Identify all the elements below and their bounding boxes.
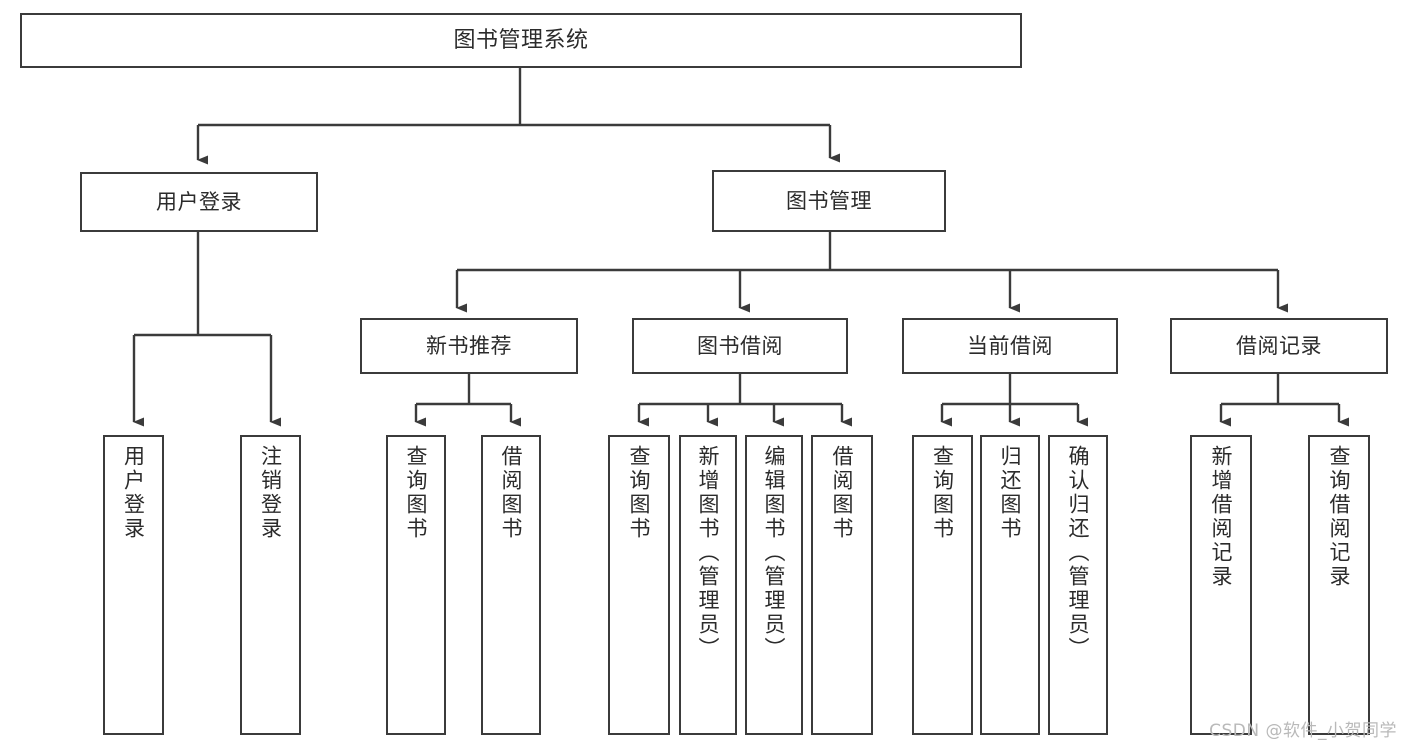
- node-current-borrow[interactable]: 当前借阅: [902, 318, 1118, 374]
- node-label: 用户登录: [121, 445, 146, 541]
- node-label: 查询图书: [404, 445, 429, 541]
- leaf-confirm-return[interactable]: 确认归还（管理员）: [1048, 435, 1108, 735]
- leaf-return-book[interactable]: 归还图书: [980, 435, 1040, 735]
- node-label: 借阅图书: [830, 445, 855, 541]
- leaf-borrow-book-1[interactable]: 借阅图书: [481, 435, 541, 735]
- leaf-query-book-1[interactable]: 查询图书: [386, 435, 446, 735]
- node-book-borrow[interactable]: 图书借阅: [632, 318, 848, 374]
- node-label: 查询图书: [930, 445, 955, 541]
- node-label: 借阅记录: [1236, 333, 1322, 358]
- node-label: 确认归还（管理员）: [1066, 445, 1091, 661]
- node-user-login[interactable]: 用户登录: [80, 172, 318, 232]
- leaf-add-record[interactable]: 新增借阅记录: [1190, 435, 1252, 735]
- node-label: 图书管理: [786, 188, 872, 213]
- node-label: 新增借阅记录: [1209, 445, 1234, 589]
- node-label: 查询图书: [627, 445, 652, 541]
- node-root-system[interactable]: 图书管理系统: [20, 13, 1022, 68]
- leaf-query-book-3[interactable]: 查询图书: [912, 435, 973, 735]
- node-label: 借阅图书: [499, 445, 524, 541]
- leaf-user-login[interactable]: 用户登录: [103, 435, 164, 735]
- leaf-edit-book[interactable]: 编辑图书（管理员）: [745, 435, 803, 735]
- node-label: 用户登录: [156, 189, 242, 214]
- node-label: 新书推荐: [426, 333, 512, 358]
- leaf-borrow-book-2[interactable]: 借阅图书: [811, 435, 873, 735]
- node-label: 新增图书（管理员）: [696, 445, 721, 661]
- node-label: 图书管理系统: [453, 27, 589, 53]
- csdn-watermark: CSDN @软件_小贺同学: [1209, 721, 1397, 741]
- leaf-add-book[interactable]: 新增图书（管理员）: [679, 435, 737, 735]
- node-label: 图书借阅: [697, 333, 783, 358]
- node-label: 当前借阅: [967, 333, 1053, 358]
- leaf-user-logout[interactable]: 注销登录: [240, 435, 301, 735]
- node-label: 注销登录: [258, 445, 283, 541]
- node-book-manage[interactable]: 图书管理: [712, 170, 946, 232]
- node-new-book-recommend[interactable]: 新书推荐: [360, 318, 578, 374]
- leaf-query-book-2[interactable]: 查询图书: [608, 435, 670, 735]
- node-label: 归还图书: [998, 445, 1023, 541]
- leaf-query-record[interactable]: 查询借阅记录: [1308, 435, 1370, 735]
- node-borrow-record[interactable]: 借阅记录: [1170, 318, 1388, 374]
- node-label: 查询借阅记录: [1327, 445, 1352, 589]
- node-label: 编辑图书（管理员）: [762, 445, 787, 661]
